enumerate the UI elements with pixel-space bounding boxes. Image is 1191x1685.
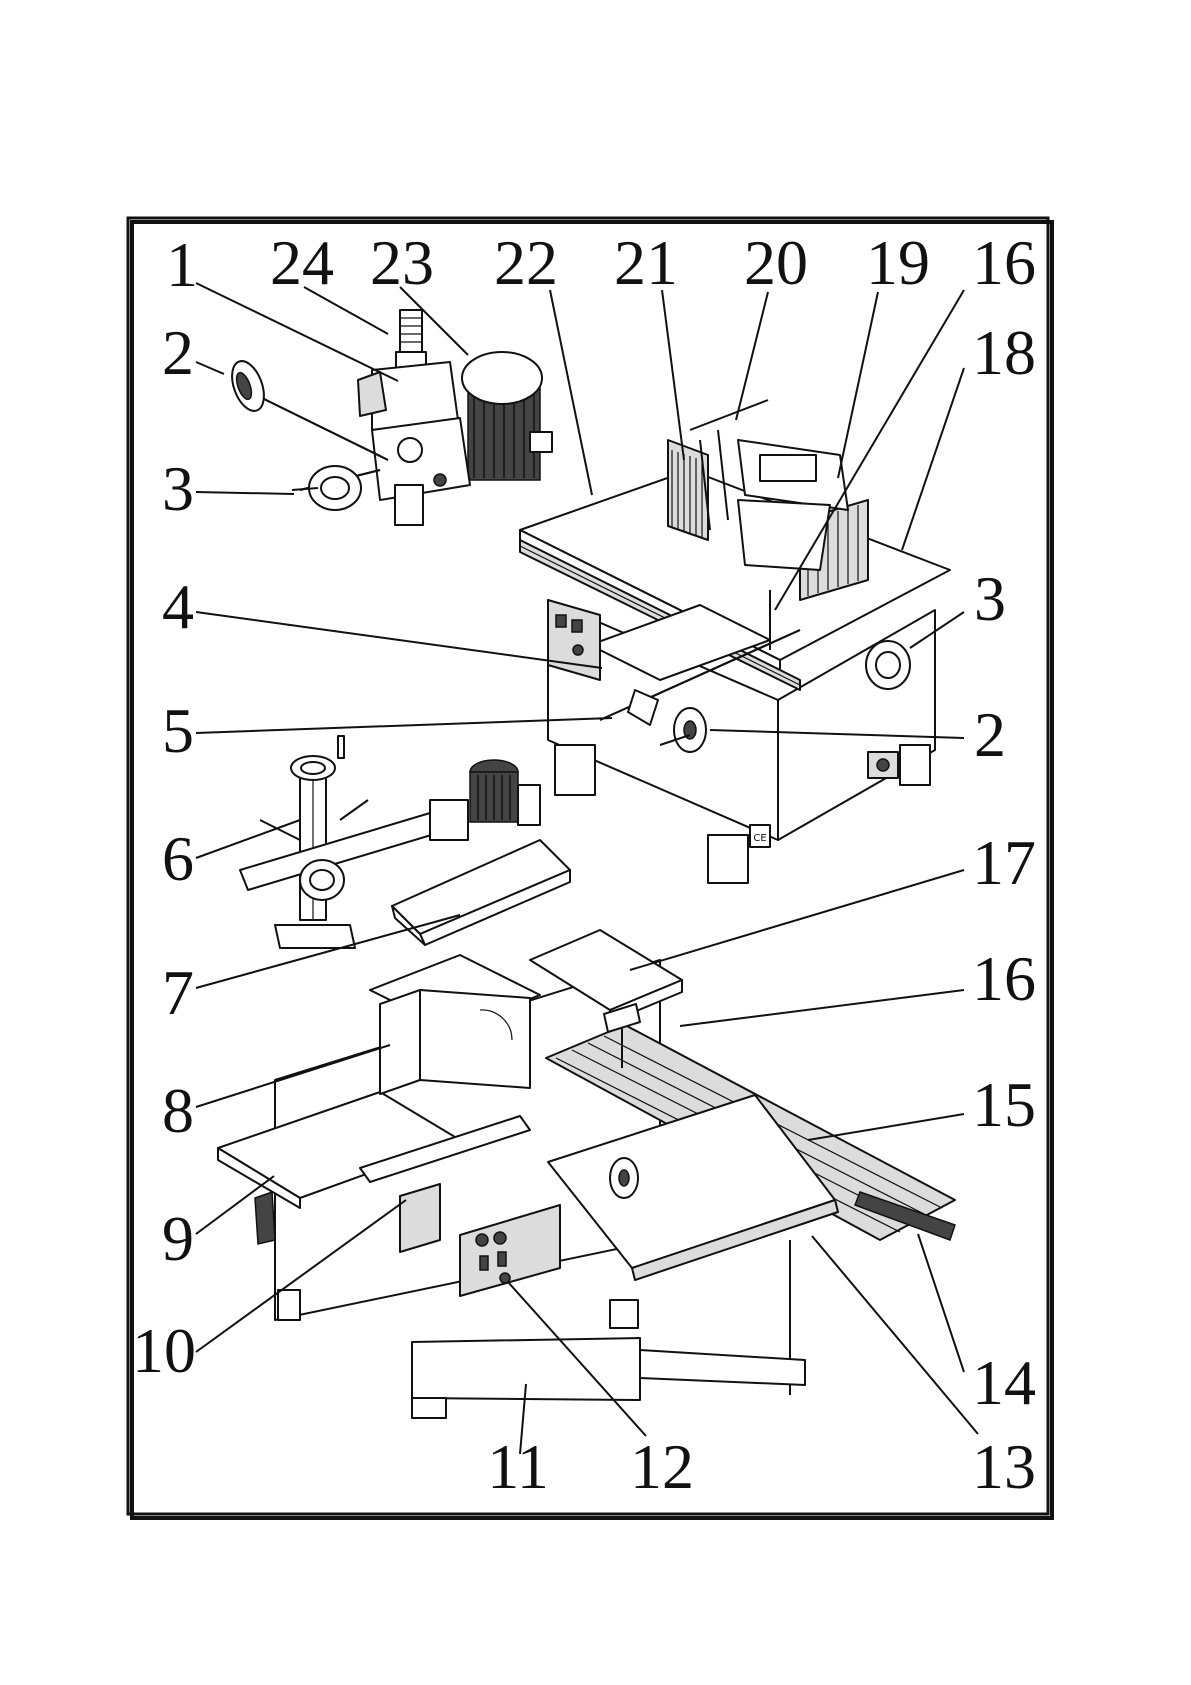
callout-2-machine: 2 (974, 699, 1006, 770)
callout-6: 6 (162, 823, 194, 894)
callout-5: 5 (162, 695, 194, 766)
callout-10: 10 (132, 1315, 196, 1386)
callout-1: 1 (166, 229, 198, 300)
callout-20: 20 (744, 227, 808, 298)
callout-9: 9 (162, 1203, 194, 1274)
callout-7: 7 (162, 957, 194, 1028)
callout-24: 24 (270, 227, 334, 298)
power-feeder-assembly (240, 736, 570, 948)
callout-11: 11 (487, 1431, 549, 1502)
callout-4: 4 (162, 571, 194, 642)
callout-17: 17 (972, 827, 1036, 898)
ce-mark: CE (753, 833, 766, 844)
callout-19: 19 (866, 227, 930, 298)
callout-12: 12 (630, 1431, 694, 1502)
spindle-moulder-machine: CE (520, 400, 950, 883)
callout-15: 15 (972, 1069, 1036, 1140)
callout-22: 22 (494, 227, 558, 298)
callout-8: 8 (162, 1075, 194, 1146)
callout-16-bottom: 16 (972, 943, 1036, 1014)
callout-23: 23 (370, 227, 434, 298)
callout-3-head: 3 (162, 453, 194, 524)
callout-3-machine: 3 (974, 563, 1006, 634)
callout-16-top: 16 (972, 227, 1036, 298)
callout-21: 21 (614, 227, 678, 298)
combination-woodworking-machine (218, 930, 955, 1418)
callout-14: 14 (972, 1347, 1036, 1418)
callout-2-head: 2 (162, 317, 194, 388)
callout-18: 18 (972, 317, 1036, 388)
callout-13: 13 (972, 1431, 1036, 1502)
